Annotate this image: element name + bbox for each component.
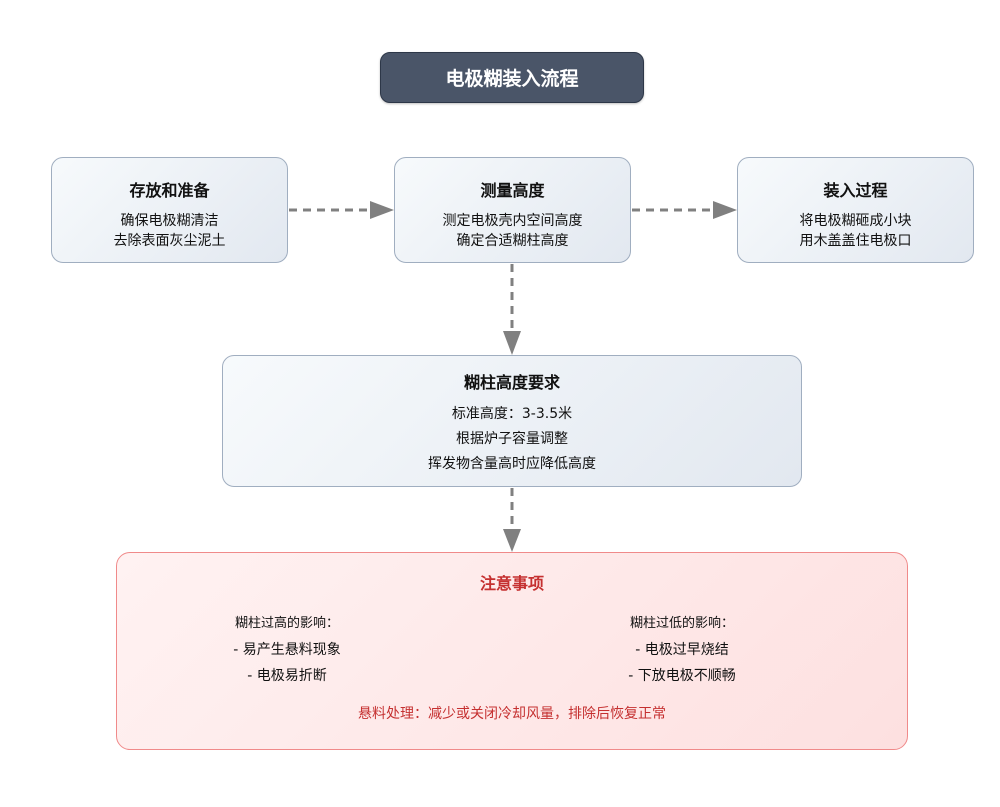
edge-height-notes (503, 488, 521, 552)
edge-measure-height (503, 264, 521, 355)
notes-heading: 糊柱过低的影响： (629, 616, 734, 631)
node-title: 糊柱高度要求 (463, 373, 560, 392)
notes-item: - 下放电极不顺畅 (628, 668, 736, 684)
arrowhead-icon (503, 331, 521, 355)
notes-box: 注意事项 糊柱过高的影响： - 易产生悬料现象 - 电极易折断 糊柱过低的影响：… (116, 552, 908, 750)
node-title: 存放和准备 (129, 181, 210, 200)
node-line: 将电极糊砸成小块 (799, 213, 912, 229)
diagram-title: 电极糊装入流程 (380, 52, 644, 103)
node-line: 确保电极糊清洁 (120, 213, 219, 229)
arrowhead-icon (370, 201, 394, 219)
notes-title: 注意事项 (479, 574, 544, 593)
notes-too-low: 糊柱过低的影响： - 电极过早烧结 - 下放电极不顺畅 (542, 611, 822, 689)
edge-measure-loading (632, 201, 737, 219)
node-title: 装入过程 (823, 181, 888, 200)
notes-item: - 电极过早烧结 (635, 642, 729, 658)
node-measure: 测量高度 测定电极壳内空间高度 确定合适糊柱高度 (394, 157, 631, 263)
edge-storage-measure (289, 201, 394, 219)
node-line: 根据炉子容量调整 (456, 431, 568, 447)
node-line: 标准高度：3-3.5米 (451, 406, 573, 422)
notes-too-high: 糊柱过高的影响： - 易产生悬料现象 - 电极易折断 (147, 611, 427, 689)
node-loading: 装入过程 将电极糊砸成小块 用木盖盖住电极口 (737, 157, 974, 263)
notes-footer: 悬料处理：减少或关闭冷却风量，排除后恢复正常 (358, 706, 666, 722)
notes-item: - 易产生悬料现象 (233, 642, 341, 658)
arrowhead-icon (713, 201, 737, 219)
diagram-title-text: 电极糊装入流程 (445, 68, 579, 90)
node-line: 用木盖盖住电极口 (799, 233, 912, 249)
node-line: 挥发物含量高时应降低高度 (428, 456, 596, 472)
notes-heading: 糊柱过高的影响： (234, 616, 339, 631)
node-height-requirement: 糊柱高度要求 标准高度：3-3.5米 根据炉子容量调整 挥发物含量高时应降低高度 (222, 355, 802, 487)
notes-item: - 电极易折断 (247, 668, 327, 684)
node-line: 确定合适糊柱高度 (456, 233, 569, 249)
arrowhead-icon (503, 529, 521, 552)
node-storage: 存放和准备 确保电极糊清洁 去除表面灰尘泥土 (51, 157, 288, 263)
node-line: 去除表面灰尘泥土 (113, 233, 226, 249)
node-line: 测定电极壳内空间高度 (442, 213, 583, 229)
node-title: 测量高度 (480, 181, 545, 200)
